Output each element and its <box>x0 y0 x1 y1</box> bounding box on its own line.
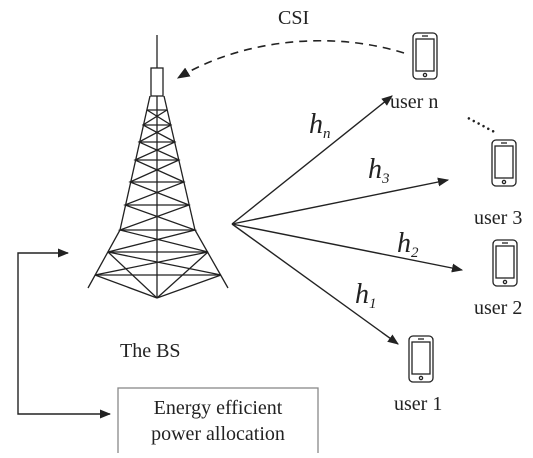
box-line-2: power allocation <box>151 423 285 445</box>
ellipsis: ...... <box>464 100 505 138</box>
bs-label: The BS <box>120 340 181 362</box>
phone-icon <box>412 32 438 80</box>
user-2-label: user 2 <box>474 297 522 319</box>
channel-arrow-user-n <box>231 95 393 225</box>
channel-label-h2: h2 <box>397 228 419 261</box>
channel-arrow-user-3 <box>231 177 450 225</box>
csi-label: CSI <box>278 7 309 29</box>
phone-icon <box>408 335 434 383</box>
channel-arrow-user-1 <box>231 223 399 345</box>
csi-feedback-arrow <box>176 39 405 79</box>
channel-label-h1: h1 <box>355 279 377 312</box>
feedback-arrow-to-box <box>17 408 112 419</box>
box-line-1: Energy efficient <box>154 397 283 419</box>
channel-arrow-user-2 <box>231 223 464 273</box>
feedback-arrow-to-bs <box>17 248 70 408</box>
channel-label-hn: hn <box>309 109 331 142</box>
channel-label-h3: h3 <box>368 154 390 187</box>
user-1-label: user 1 <box>394 393 442 415</box>
phone-icon <box>492 239 518 287</box>
power-allocation-box <box>117 387 319 458</box>
base-station-tower-icon <box>87 35 229 299</box>
user-3-label: user 3 <box>474 207 522 229</box>
phone-icon <box>491 139 517 187</box>
user-n-label: user n <box>390 91 438 113</box>
